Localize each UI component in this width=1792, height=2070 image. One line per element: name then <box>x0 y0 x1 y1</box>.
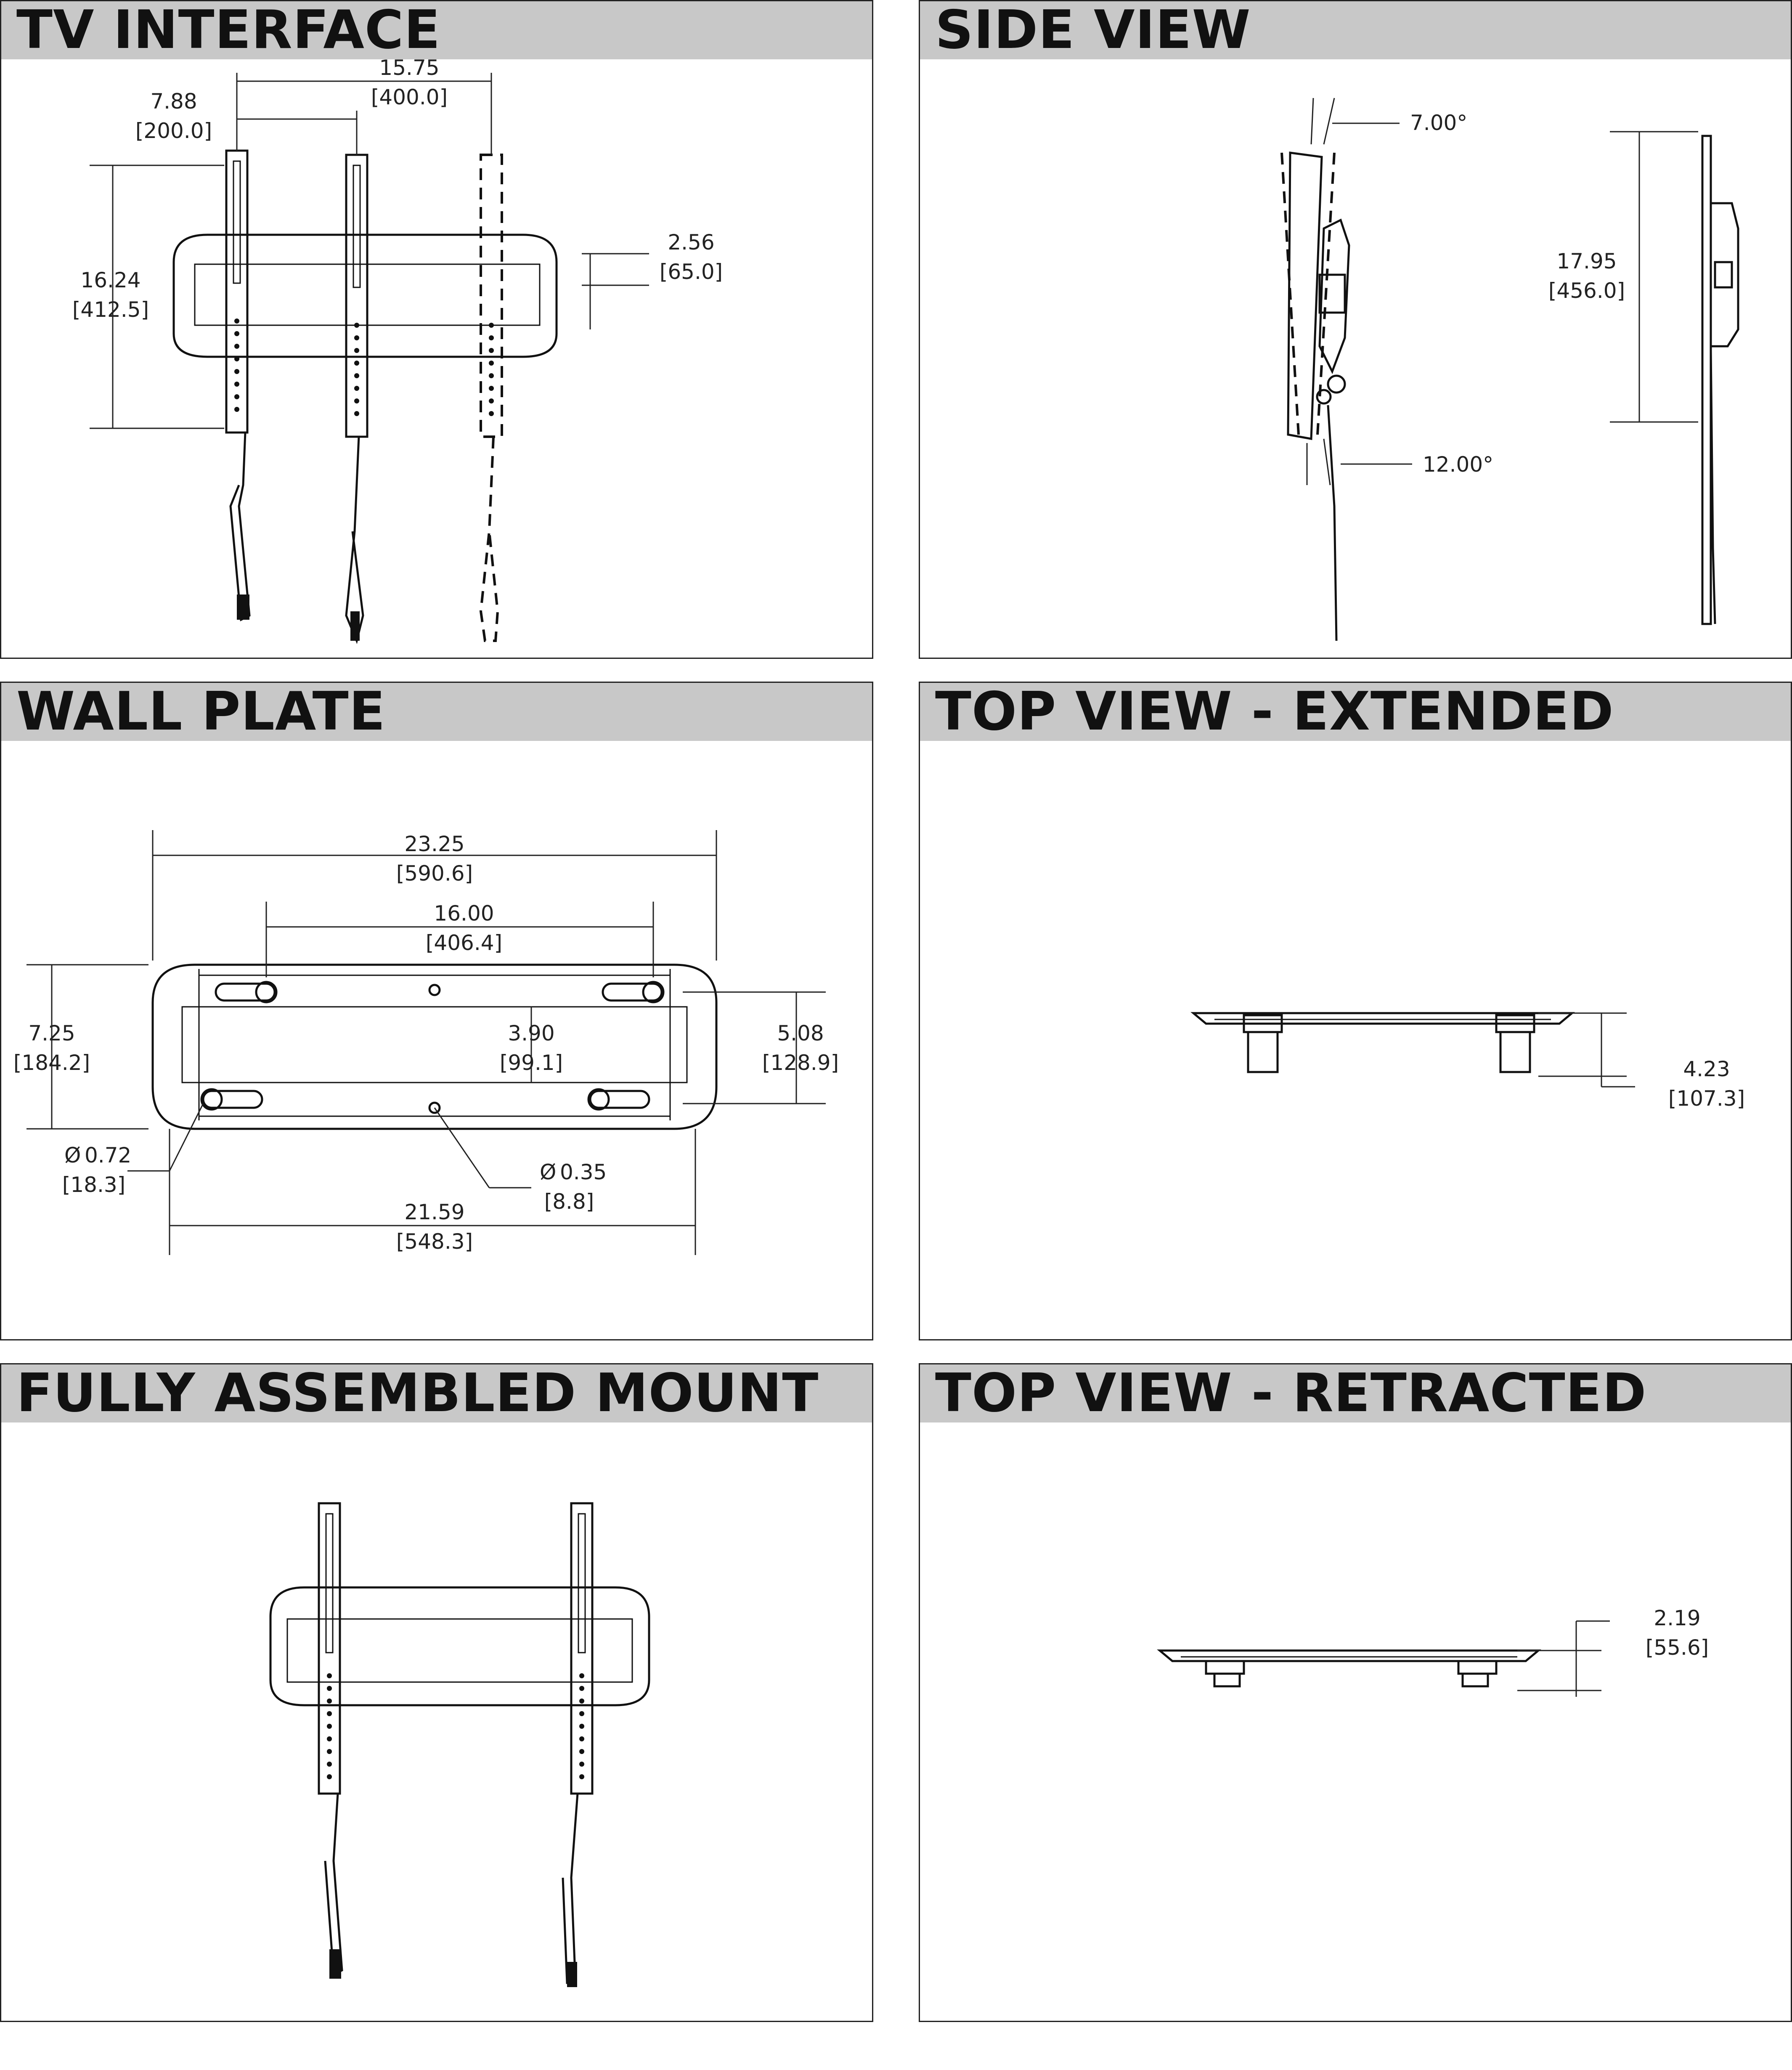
dim-16-00: 16.00 <box>434 901 494 926</box>
panel-header: TOP VIEW - RETRACTED <box>920 1364 1791 1422</box>
panel-top-view-retracted: TOP VIEW - RETRACTED 2.19 [55.6] <box>919 1363 1792 2022</box>
dim-2-56: 2.56 <box>668 230 714 255</box>
panel-title: FULLY ASSEMBLED MOUNT <box>16 1362 819 1424</box>
assembled-left-arm <box>318 1502 341 1795</box>
dim-200-0: [200.0] <box>135 119 212 143</box>
panel-title: SIDE VIEW <box>935 0 1251 61</box>
dim-0-35: 0.35 <box>560 1160 607 1184</box>
dim-55-6: [55.6] <box>1646 1635 1709 1660</box>
dim-590-6: [590.6] <box>396 861 473 886</box>
dim-17-95: 17.95 <box>1556 249 1617 273</box>
dim-23-25: 23.25 <box>404 832 464 856</box>
wall-plate-outer <box>151 963 718 1130</box>
dim-99-1: [99.1] <box>500 1051 563 1075</box>
diameter-symbol-hole: Ø <box>540 1160 556 1184</box>
top-view-extended-drawing: 4.23 [107.3] <box>1190 1012 1745 1111</box>
wall-plate-outline <box>172 234 558 358</box>
panel-title: TOP VIEW - RETRACTED <box>935 1362 1647 1424</box>
assembled-mount-drawing <box>269 1502 650 1987</box>
dim-7-25: 7.25 <box>28 1021 75 1046</box>
dim-16-24: 16.24 <box>80 268 140 292</box>
angle-12-00: 12.00° <box>1423 452 1493 477</box>
middle-arm <box>345 154 368 438</box>
wall-plate-drawing: 23.25 [590.6] 16.00 [406.4] 7.25 [184.2]… <box>13 830 839 1255</box>
dim-412-5: [412.5] <box>72 297 149 322</box>
panel-header: SIDE VIEW <box>920 0 1791 61</box>
right-arm-dashed <box>480 154 503 438</box>
dim-4-23: 4.23 <box>1683 1057 1730 1081</box>
dim-18-3: [18.3] <box>62 1173 125 1197</box>
panel-header: FULLY ASSEMBLED MOUNT <box>1 1364 872 1422</box>
dim-128-9: [128.9] <box>762 1051 839 1075</box>
side-view-drawing: 7.00° 12.00° 17.95 [456.0] <box>1280 98 1739 641</box>
top-view-retracted-drawing: 2.19 [55.6] <box>1157 1606 1709 1697</box>
panel-tv-interface: TV INTERFACE <box>0 0 873 659</box>
tv-interface-drawing: 15.75 [400.0] 7.88 [200.0] 16.24 [412.5]… <box>72 56 723 644</box>
panel-header: TV INTERFACE <box>1 0 872 61</box>
assembled-right-arm <box>570 1502 594 1795</box>
dim-548-3: [548.3] <box>396 1229 473 1254</box>
left-arm <box>225 149 249 434</box>
dim-456-0: [456.0] <box>1548 279 1625 303</box>
dim-3-90: 3.90 <box>508 1021 554 1046</box>
dim-7-88: 7.88 <box>150 89 197 114</box>
diameter-symbol-slot: Ø <box>64 1143 81 1168</box>
dim-15-75: 15.75 <box>379 56 439 80</box>
panel-header: WALL PLATE <box>1 680 872 742</box>
dim-8-8: [8.8] <box>544 1189 594 1214</box>
panel-title: TV INTERFACE <box>16 0 441 61</box>
dim-65-0: [65.0] <box>660 260 723 284</box>
dim-400-0: [400.0] <box>371 85 448 109</box>
dim-406-4: [406.4] <box>426 931 502 955</box>
panel-title: TOP VIEW - EXTENDED <box>935 680 1614 742</box>
panel-side-view: SIDE VIEW 7.00° 12.00° 17.95 [456.0] <box>919 0 1792 659</box>
panel-top-view-extended: TOP VIEW - EXTENDED 4.23 [107.3] <box>919 682 1792 1340</box>
angle-7-00: 7.00° <box>1410 111 1467 135</box>
dim-5-08: 5.08 <box>777 1021 824 1046</box>
dim-0-72: 0.72 <box>85 1143 131 1168</box>
panel-title: WALL PLATE <box>16 680 386 742</box>
panel-header: TOP VIEW - EXTENDED <box>920 680 1791 742</box>
dim-184-2: [184.2] <box>13 1051 90 1075</box>
dim-2-19: 2.19 <box>1654 1606 1700 1630</box>
panel-wall-plate: WALL PLATE <box>0 682 873 1340</box>
dim-107-3: [107.3] <box>1668 1086 1745 1111</box>
panel-fully-assembled: FULLY ASSEMBLED MOUNT <box>0 1363 873 2022</box>
dim-21-59: 21.59 <box>404 1200 464 1224</box>
